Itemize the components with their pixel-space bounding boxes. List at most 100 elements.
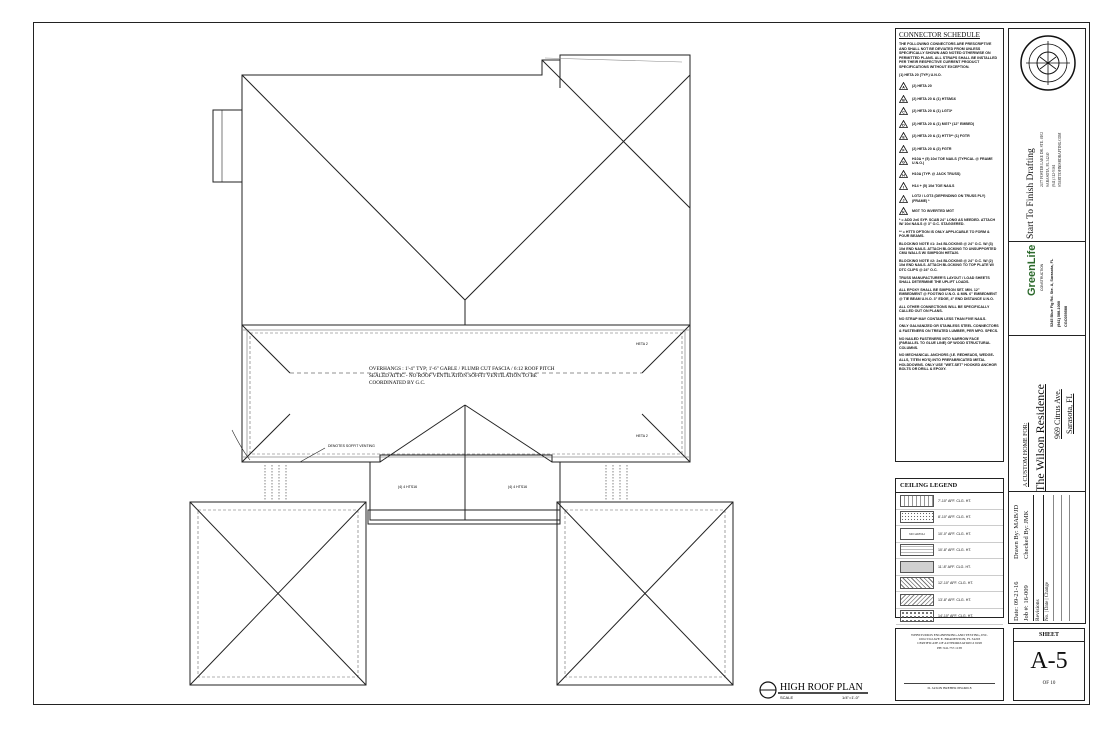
hatch-swatch: NO HATCH xyxy=(900,527,934,540)
connector-tag: D xyxy=(902,124,905,128)
drawing-title: HIGH ROOF PLAN SCALE 1/4"=1'-0" xyxy=(759,681,868,700)
sheet-label: SHEET xyxy=(1014,629,1084,642)
connector-row: B(2) HETA 20 & (1) HTSM16 xyxy=(899,93,1000,106)
ceiling-legend-row: 13'-8" AFF. CLG. HT. xyxy=(896,592,1003,609)
divider xyxy=(1061,495,1062,621)
divider xyxy=(1069,495,1070,621)
connector-tag: K xyxy=(902,211,905,215)
connector-text: H10A (TYP. @ JACK TRUSS) xyxy=(912,171,961,176)
hatch-swatch xyxy=(900,610,934,623)
project-prefix: A CUSTOM HOME FOR: xyxy=(1023,422,1029,487)
connector-schedule: CONNECTOR SCHEDULE THE FOLLOWING CONNECT… xyxy=(895,28,1004,462)
connector-tag: E xyxy=(902,136,905,140)
engineer-block: WEBSTUDIOS ENGINEERING AND TESTING, INC.… xyxy=(895,628,1004,701)
ceiling-legend-row: 10'-8" AFF. CLG. HT. xyxy=(896,543,1003,559)
engineer-line-2: 1004 53rd AVE E. BRADENTON, FL 34203 xyxy=(918,637,981,642)
ceiling-height-label: 10'-8" AFF. CLG. HT. xyxy=(938,548,972,553)
ceiling-height-label: 10'-0" AFF. CLG. HT. xyxy=(938,531,972,536)
scale-label: SCALE xyxy=(780,695,793,700)
connector-tag-icon: F xyxy=(899,144,908,153)
connector-note: NO STRAP MAY CONTAIN LESS THAN FIVE NAIL… xyxy=(899,316,987,321)
meta-job: Job #: 16-009 xyxy=(1023,585,1030,621)
builder-brand: GreenLife xyxy=(1026,244,1038,296)
builder-line-1: 5245 Blue Fig Rd. Ste. A, Sarasota, FL xyxy=(1050,258,1054,327)
builder-line-3: CGC059588 xyxy=(1064,305,1068,327)
connector-tag: I xyxy=(903,186,904,190)
upper-roof-outline xyxy=(241,54,691,326)
firm-logo-seal xyxy=(1020,35,1076,91)
connector-text: (2) HETA 20 & (2) FGTR xyxy=(912,146,952,151)
divider xyxy=(1033,495,1034,621)
builder-sub: CONSTRUCTION xyxy=(1040,263,1044,291)
connector-text: H14 + (5) 10d TOE NAILS xyxy=(912,184,955,189)
divider xyxy=(1053,495,1054,621)
meta-date: Date: 09-21-16 xyxy=(1013,581,1020,621)
sheet-number: A-5 xyxy=(1030,648,1068,674)
plan-note-overhangs: OVERHANGS : 1'-4" TYP; 1'-6" GABLE / PLU… xyxy=(369,366,555,372)
divider xyxy=(1043,495,1044,621)
ceiling-height-label: 11'-8" AFF. CLG. HT. xyxy=(938,564,971,569)
connector-note: BLOCKING NOTE #2: 2x4 BLOCKING @ 24" O.C… xyxy=(899,258,994,272)
meta-revisions: Revisions xyxy=(1035,599,1041,621)
firm-addr-2: SARASOTA, FL 34240 xyxy=(1046,152,1050,187)
connector-note: BLOCKING NOTE #1: 2x4 BLOCKING @ 24" O.C… xyxy=(899,242,997,256)
connector-text: (2) HETA 20 xyxy=(912,84,932,89)
heta-label-b: HETA 2 xyxy=(636,434,648,438)
connector-text: (2) HETA 20 & (1) LGT3* xyxy=(912,109,953,114)
plan-note-coord: COORDINATED BY G.C. xyxy=(369,380,425,386)
heta-label-a: HETA 2 xyxy=(636,342,648,346)
connector-row: K MGT TO INVERTED MGT xyxy=(899,205,1000,218)
connector-text: (2) HETA 20 & (1) HTSM16 xyxy=(912,96,956,101)
connector-note: ALL OTHER CONNECTIONS WILL BE SPECIFICAL… xyxy=(899,304,990,314)
connector-row: H H10A (TYP. @ JACK TRUSS) xyxy=(899,168,1000,181)
meta-drawn: Drawn By: MAB/JD xyxy=(1013,504,1020,559)
hatch-swatch xyxy=(900,511,934,524)
divider xyxy=(1009,491,1085,492)
connector-tag-icon: D xyxy=(899,119,908,128)
meta-rev-cols: No. | Date | Change xyxy=(1045,581,1050,621)
connector-note: ** = HTT5 OPTION IS ONLY APPLICABLE TO F… xyxy=(899,229,990,239)
connector-text: MGT TO INVERTED MGT xyxy=(912,209,955,214)
connector-note: TRUSS MANUFACTURER'S LAYOUT / LOAD SHEET… xyxy=(899,275,990,285)
connector-note: NO NAILED FASTENERS INTO NARROW FACE (PA… xyxy=(899,336,991,350)
connector-row: D(2) HETA 20 & (1) MGT* (12" EMBED) xyxy=(899,118,1000,131)
engineer-line-4: PH: 941.757.1138 xyxy=(937,645,962,650)
connector-tag: A xyxy=(902,86,905,90)
left-heta-label: (4) 4 HTS16 xyxy=(398,485,417,489)
engineer-line-1: WEBSTUDIOS ENGINEERING AND TESTING, INC. xyxy=(911,633,988,637)
roof-plan-drawing: OVERHANGS : 1'-4" TYP; 1'-6" GABLE / PLU… xyxy=(189,54,868,700)
connector-text: (2) HETA 20 & (1) HTT5** (1) FGTR xyxy=(912,134,970,139)
connector-tag-icon: I xyxy=(899,182,908,191)
ceiling-legend-row: NO HATCH 10'-0" AFF. CLG. HT. xyxy=(896,526,1003,543)
ceiling-height-label: 12'-10" AFF. CLG. HT. xyxy=(938,581,974,586)
connector-tag-icon: G xyxy=(899,157,908,166)
firm-name: Start To Finish Drafting xyxy=(1026,148,1036,239)
connector-tag: G xyxy=(902,161,905,165)
sheet-of: OF 10 xyxy=(1042,681,1056,686)
connector-tag-icon: C xyxy=(899,107,908,116)
connector-tag: H xyxy=(902,174,905,178)
connector-tag: C xyxy=(902,111,905,115)
connector-note: NO MECHANICAL ANCHORS (I.E. REDHEADS, WE… xyxy=(899,353,997,372)
connector-note: * = ADD 2x6 SYP. SCAB 24" LONG AS NEEDED… xyxy=(899,217,996,227)
firm-email: STARTTOFINISHDRAFTING.COM xyxy=(1058,132,1062,187)
connector-tag-icon: H xyxy=(899,169,908,178)
sheet-number-block: SHEET A-5 OF 10 xyxy=(1013,628,1085,701)
drawing-frame xyxy=(33,22,1090,705)
connector-note: ONLY GALVANIZED OR STAINLESS STEEL CONNE… xyxy=(899,324,999,333)
firm-addr-1: 2477 FOSTER LAKE DR. STE. #102 xyxy=(1040,131,1044,187)
connector-note: ALL EPOXY SHALL BE SIMPSON SET. MIN. 12"… xyxy=(899,287,998,301)
connector-row: G H10A + (5) 10d TOE NAILS (TYPICAL @ FRA… xyxy=(899,155,1000,168)
ceiling-height-label: 7'-10" AFF. CLG. HT. xyxy=(938,498,972,503)
connector-row: I H14 + (5) 10d TOE NAILS xyxy=(899,180,1000,193)
project-name: The Wilson Residence xyxy=(1033,384,1047,492)
meta-checked: Checked By: JMK xyxy=(1023,510,1030,559)
firm-phone: (941) 312-5161 xyxy=(1052,164,1056,187)
connector-text: H10A + (5) 10d TOE NAILS (TYPICAL @ FRAM… xyxy=(912,156,993,166)
divider xyxy=(1009,241,1085,242)
builder-line-2: (941) 588-1000 xyxy=(1057,301,1061,327)
connector-text: LGT2 / LGT3 (DEPENDING ON TRUSS PLY) (FR… xyxy=(912,194,986,203)
connector-tag: J xyxy=(903,199,905,203)
title-column: Start To Finish Drafting 2477 FOSTER LAK… xyxy=(1008,28,1086,624)
hatch-swatch xyxy=(900,544,934,557)
